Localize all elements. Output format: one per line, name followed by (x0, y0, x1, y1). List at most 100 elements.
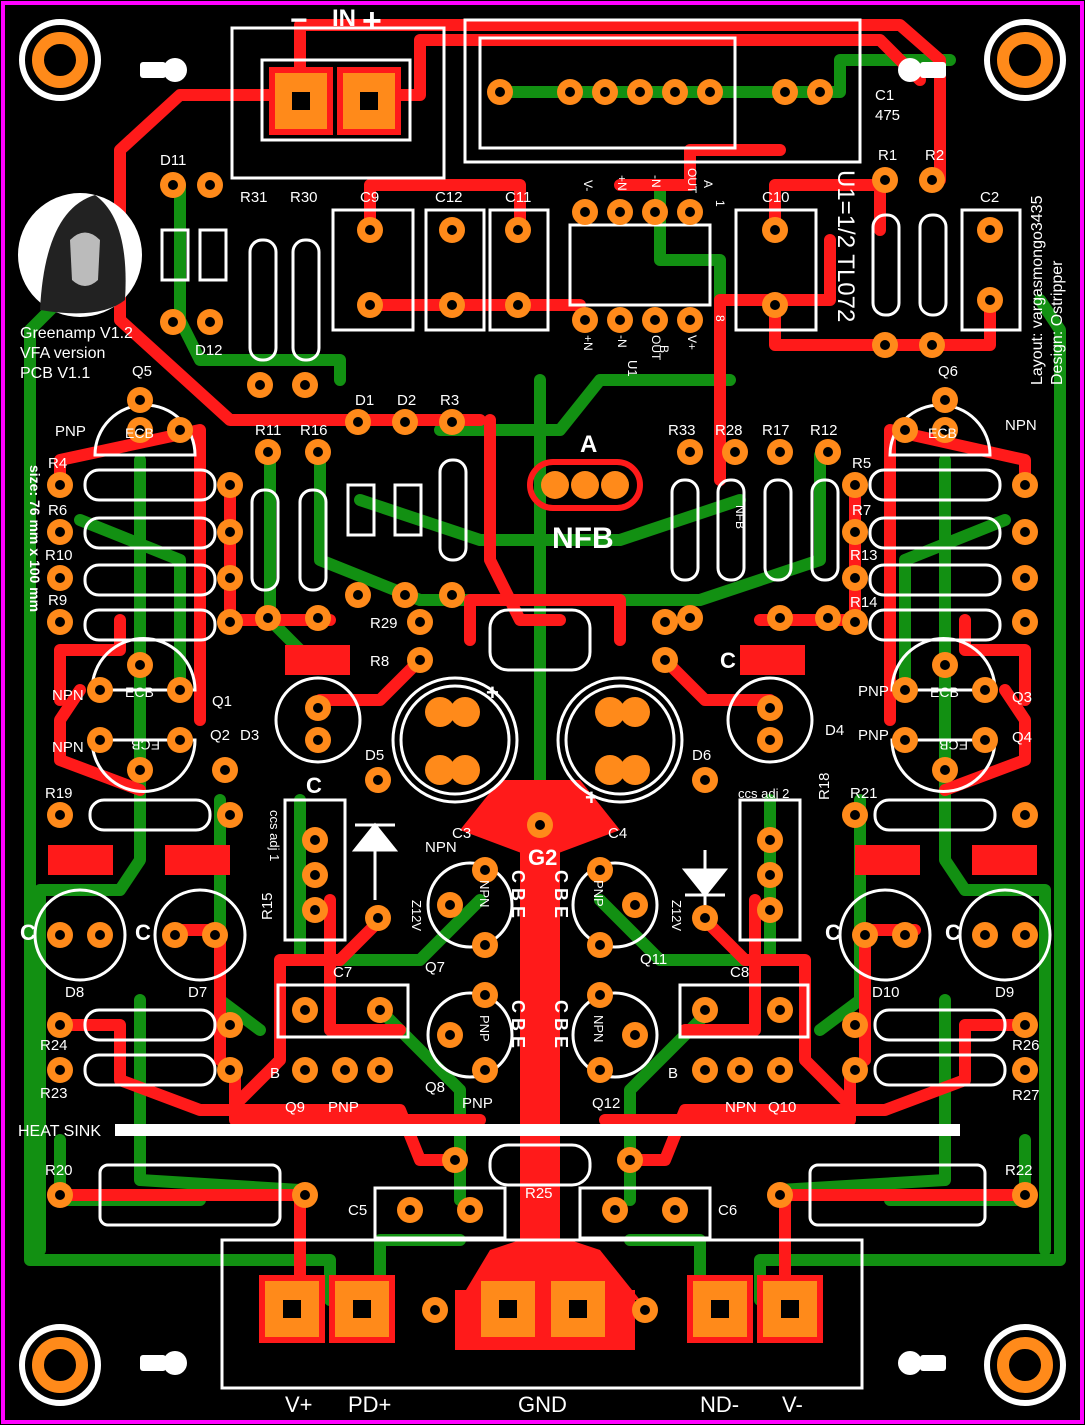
d3-c-label: C (720, 648, 736, 673)
drill-hole (447, 225, 457, 235)
drill-hole (735, 1065, 745, 1075)
drill-hole (480, 865, 490, 875)
drill-hole (765, 905, 775, 915)
pin-a: A (701, 180, 715, 188)
ref-r28: R28 (715, 422, 743, 439)
drill-hole (175, 425, 185, 435)
drill-hole (55, 480, 65, 490)
ref-r8: R8 (370, 653, 389, 670)
drill-hole (55, 1065, 65, 1075)
pin-v-plus: V+ (685, 335, 699, 350)
ref-q5: Q5 (132, 363, 152, 380)
input-label: IN (332, 5, 356, 32)
pin-1: 1 (713, 200, 727, 207)
ref-c11: C11 (505, 189, 531, 206)
ref-r2: R2 (925, 147, 944, 164)
q6-type: NPN (1005, 417, 1037, 434)
drill-hole (513, 225, 523, 235)
drill-hole (823, 447, 833, 457)
drill-hole (850, 527, 860, 537)
terminal-holes (283, 92, 799, 1318)
drill-hole (770, 300, 780, 310)
drill-hole (610, 1205, 620, 1215)
pdplus-pad[interactable] (329, 1275, 395, 1343)
drill-hole (135, 660, 145, 670)
drill-hole (95, 685, 105, 695)
q3-type: PNP (858, 683, 889, 700)
d8-c-label: C (20, 920, 36, 945)
nfb-jumper-pad[interactable] (541, 471, 569, 499)
drill-hole (980, 930, 990, 940)
drill-hole (400, 590, 410, 600)
ref-c1: C1 (875, 87, 894, 104)
drill-hole (635, 87, 645, 97)
version-line-1: Greenamp V1.2 (20, 325, 133, 342)
drill-hole (447, 300, 457, 310)
ref-c2: C2 (980, 189, 999, 206)
ref-q3: Q3 (1012, 689, 1032, 706)
drill-hole (170, 930, 180, 940)
size-label: size: 76 mm x 100 mm (27, 465, 43, 612)
ref-d8: D8 (65, 984, 84, 1001)
drill-hole (927, 175, 937, 185)
drill-hole (373, 913, 383, 923)
output-label-ndminus: ND- (700, 1392, 739, 1417)
drill-hole (373, 775, 383, 785)
drill-hole (780, 87, 790, 97)
ref-r3: R3 (440, 392, 459, 409)
drill-hole (630, 900, 640, 910)
ref-q6: Q6 (938, 363, 958, 380)
nfb-jumper-pad[interactable] (571, 471, 599, 499)
drill-hole (880, 340, 890, 350)
drill-hole (400, 417, 410, 427)
drill-hole (927, 340, 937, 350)
ref-r23: R23 (40, 1085, 68, 1102)
ref-q4: Q4 (1012, 729, 1032, 746)
pads (47, 79, 1038, 1323)
ref-r20: R20 (45, 1162, 73, 1179)
nfb-jumper-pad[interactable] (601, 471, 629, 499)
capacitor-pad (620, 755, 650, 785)
drill-hole (850, 573, 860, 583)
pin-plus-n-bottom: +N (581, 335, 595, 351)
drill-hole (595, 990, 605, 1000)
drill-hole (850, 810, 860, 820)
drill-hole (685, 207, 695, 217)
ref-c6: C6 (718, 1202, 737, 1219)
ref-q10: Q10 (768, 1099, 796, 1116)
nfb-label: NFB (552, 522, 614, 555)
ref-r19: R19 (45, 785, 73, 802)
drill-hole (430, 1305, 440, 1315)
q11-pinout: C B E (551, 870, 571, 918)
drill-hole (450, 1155, 460, 1165)
drill-hole (615, 315, 625, 325)
drill-hole (225, 573, 235, 583)
drill-hole (415, 617, 425, 627)
drill-hole (705, 87, 715, 97)
input-plus-label: + (362, 2, 382, 40)
ref-d11: D11 (160, 152, 186, 169)
q12-type: NPN (591, 1015, 606, 1042)
drill-hole (300, 380, 310, 390)
version-line-3: PCB V1.1 (20, 365, 90, 382)
pin-v-minus: V- (581, 180, 595, 191)
drill-hole (313, 703, 323, 713)
drill-hole (300, 1005, 310, 1015)
ref-r5: R5 (852, 455, 871, 472)
ccs1-c-label: C (306, 773, 322, 798)
input-minus-label: − (290, 4, 308, 37)
drill-hole (205, 180, 215, 190)
ndminus-pad[interactable] (687, 1275, 753, 1343)
q2-type: NPN (52, 739, 84, 756)
drill-hole (55, 573, 65, 583)
heat-sink-label: HEAT SINK (18, 1123, 101, 1140)
input-minus-pad[interactable] (269, 67, 333, 135)
drill-hole (685, 315, 695, 325)
drill-hole (660, 655, 670, 665)
ref-r18: R18 (816, 772, 833, 800)
capacitor-pad (595, 697, 625, 727)
ref-r11: R11 (255, 422, 281, 439)
ref-d7: D7 (188, 984, 207, 1001)
ccs1-label: ccs adj 1 (267, 810, 282, 861)
q2-pinout: ECB (131, 737, 160, 753)
